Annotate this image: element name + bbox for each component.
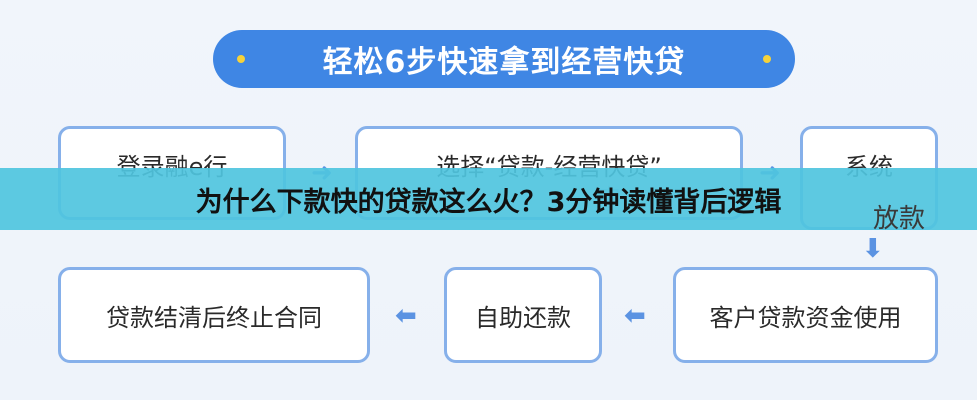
arrow-down-icon: ⬇ (862, 234, 884, 264)
arrow-left-icon: ⬅ (624, 301, 646, 331)
step-terminate-contract: 贷款结清后终止合同 (58, 267, 370, 363)
step-system-continued-text: 放款 (872, 204, 925, 234)
step-self-repay: 自助还款 (444, 267, 602, 363)
step-use-funds-label: 客户贷款资金使用 (709, 303, 902, 332)
arrow-left-icon: ⬅ (395, 301, 417, 331)
title-pill: 轻松6步快速拿到经营快贷 (213, 30, 795, 88)
step-self-repay-label: 自助还款 (475, 303, 571, 332)
left-dot-icon (237, 55, 245, 63)
right-dot-icon (763, 55, 771, 63)
banner-title: 为什么下款快的贷款这么火？3分钟读懂背后逻辑 (195, 186, 782, 218)
diagram-title: 轻松6步快速拿到经营快贷 (322, 45, 686, 80)
step-system-continued: 放款 (803, 198, 935, 234)
overlay-banner[interactable]: 为什么下款快的贷款这么火？3分钟读懂背后逻辑 (0, 168, 977, 230)
step-use-funds: 客户贷款资金使用 (673, 267, 938, 363)
step-terminate-label: 贷款结清后终止合同 (106, 303, 322, 332)
